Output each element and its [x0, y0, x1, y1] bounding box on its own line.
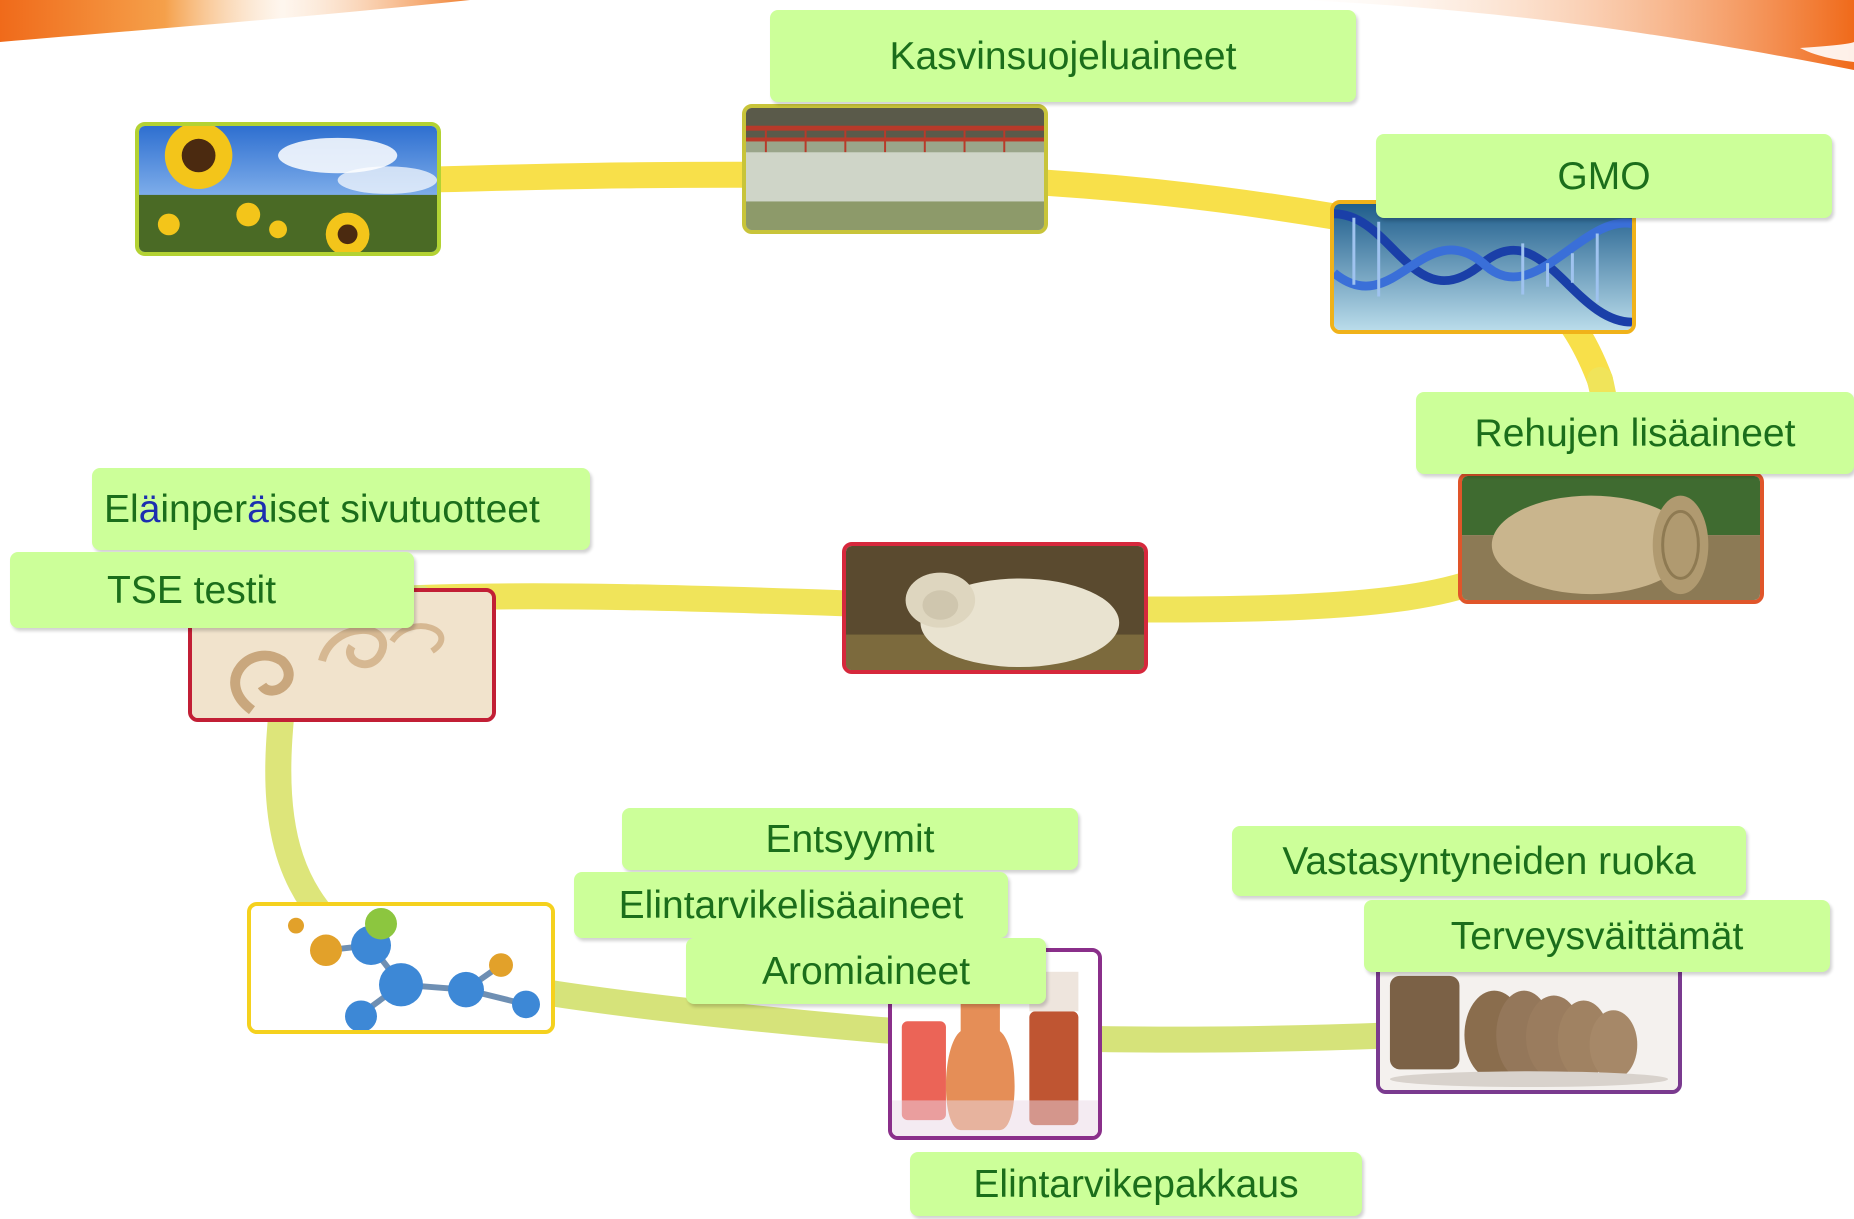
label-text-part: El — [104, 487, 139, 531]
label-tse-testit: TSE testit — [10, 552, 414, 628]
label-aromiaineet: Aromiaineet — [686, 938, 1046, 1004]
label-vastasyntyneiden-ruoka: Vastasyntyneiden ruoka — [1232, 826, 1746, 896]
image-sunflowers — [135, 122, 441, 256]
label-gmo: GMO — [1376, 134, 1832, 218]
label-text-part: inper — [160, 487, 248, 531]
label-rehujen-lisaaineet: Rehujen lisäaineet — [1416, 392, 1854, 474]
label-text-part: iset sivutuotteet — [268, 487, 540, 531]
image-rye-bread — [1376, 962, 1682, 1094]
label-elintarvikepakkaus: Elintarvikepakkaus — [910, 1152, 1362, 1216]
label-kasvinsuojeluaineet: Kasvinsuojeluaineet — [770, 10, 1356, 102]
label-terveysvaittamat: Terveysväittämät — [1364, 900, 1830, 972]
label-elintarvikelisaaineet: Elintarvikelisäaineet — [574, 872, 1008, 938]
top-right-white-curl — [1800, 42, 1854, 62]
top-orange-swoosh-right — [1300, 0, 1854, 70]
label-text-highlight: ä — [138, 487, 161, 531]
image-sheep — [842, 542, 1148, 674]
image-molecule — [247, 902, 555, 1034]
image-hay-bale — [1458, 472, 1764, 604]
label-entsyymit: Entsyymit — [622, 808, 1078, 870]
label-text-highlight: ä — [247, 487, 269, 531]
top-orange-swoosh-left — [0, 0, 470, 42]
image-crop-sprayer — [742, 104, 1048, 234]
image-dna-helix — [1330, 200, 1636, 334]
